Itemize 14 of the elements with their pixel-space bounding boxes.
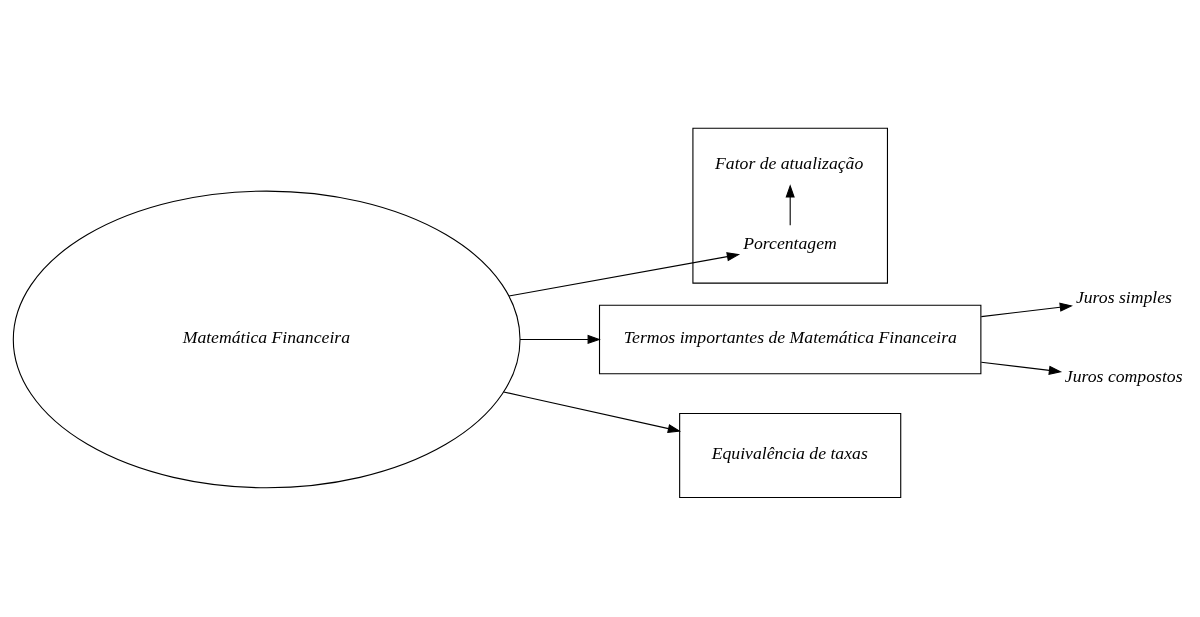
arrow	[785, 184, 795, 226]
node-box: Equivalência de taxas	[678, 412, 901, 499]
node-text: Juros simples	[1075, 286, 1172, 307]
arrow	[980, 361, 1062, 375]
arrow	[502, 391, 681, 434]
node-text: Porcentagem	[742, 232, 837, 253]
cluster	[691, 127, 888, 284]
node-text: Juros compostos	[1064, 366, 1183, 387]
node-text: Fator de atualização	[714, 153, 863, 173]
arrow	[518, 334, 601, 345]
node-ellipse: Matemática Financeira	[12, 190, 521, 489]
arrow	[507, 252, 740, 297]
node-box: Termos importantes de Matemática Financeira	[598, 304, 981, 375]
arrow	[980, 302, 1073, 318]
